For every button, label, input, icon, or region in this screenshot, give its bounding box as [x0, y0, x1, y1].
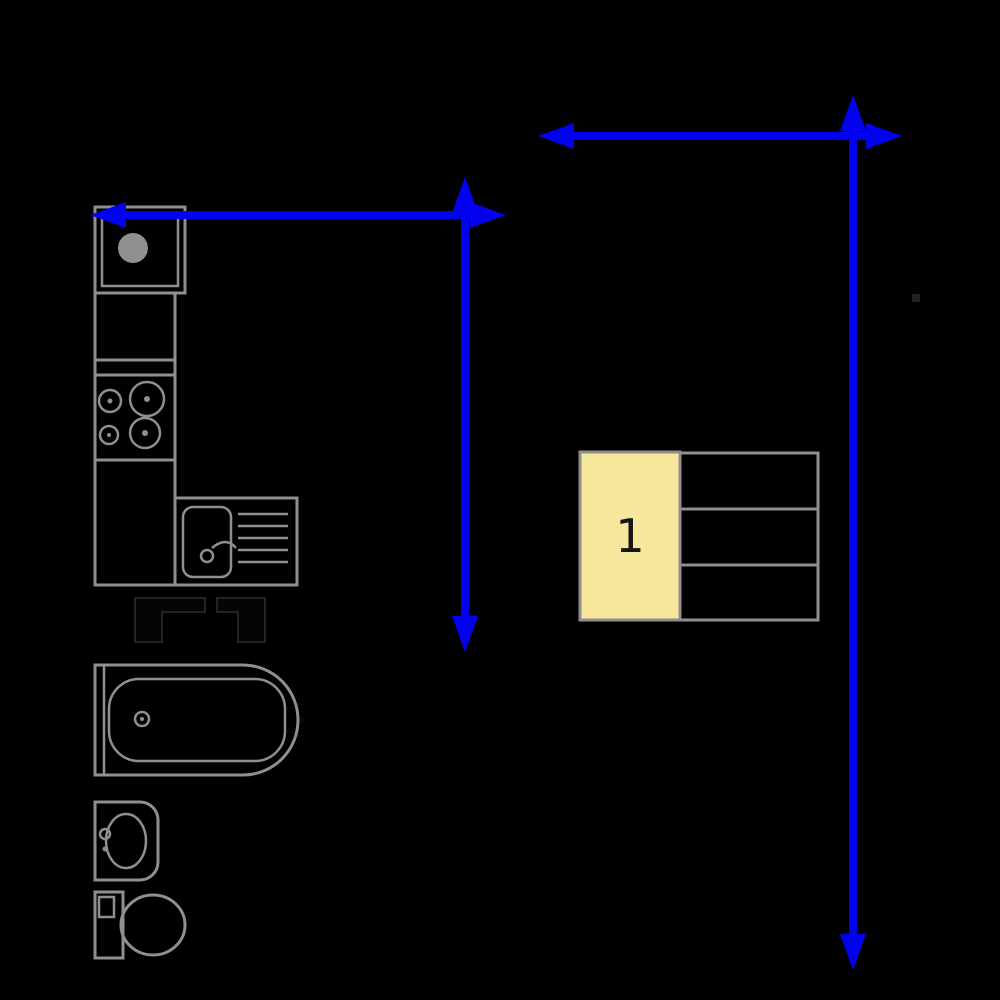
arrowhead-up-icon [840, 95, 866, 131]
arrowhead-right-icon [866, 123, 902, 149]
washbasin [93, 800, 160, 882]
counter-lower [93, 458, 177, 587]
burner-small-bottom-icon [98, 424, 120, 446]
bathtub [93, 663, 300, 777]
arrowhead-down-icon [840, 934, 866, 970]
cooktop [93, 373, 177, 462]
burner-dot [107, 433, 111, 437]
washbasin-dot [102, 846, 108, 852]
arrowhead-up-icon [452, 177, 478, 213]
arrowhead-left-icon [90, 202, 126, 228]
toilet-tank [93, 890, 125, 960]
furniture-unit[interactable]: 1 [578, 450, 820, 622]
dark-fitting-left [134, 597, 206, 643]
burner-small-top-icon [97, 388, 123, 414]
washbasin-bowl [104, 812, 148, 870]
washbasin-faucet-icon [98, 827, 112, 841]
kitchen-width-arrow [90, 202, 506, 228]
burner-large-bottom-icon [128, 416, 162, 450]
plan-height-arrow-right [840, 95, 866, 970]
bathtub-drain-icon [133, 710, 151, 728]
sink-basin [181, 505, 233, 579]
burner-dot [107, 398, 113, 404]
toilet-tank-inner [97, 895, 116, 919]
burner-dot [142, 430, 148, 436]
washbasin-outline [93, 800, 160, 882]
plan-width-arrow-top [538, 123, 902, 149]
bathtub-basin [107, 677, 287, 763]
bathtub-outline [93, 663, 300, 777]
toilet [93, 890, 187, 960]
kitchen-height-arrow [452, 177, 478, 652]
kitchen-sink [173, 496, 299, 587]
arrowhead-left-icon [538, 123, 574, 149]
dimension-arrows [90, 95, 902, 970]
arrowhead-down-icon [452, 616, 478, 652]
kitchen-block [93, 205, 299, 587]
arrowhead-right-icon [470, 202, 506, 228]
dark-fittings [134, 597, 266, 643]
dark-fitting-right [216, 597, 266, 643]
drain-icon [199, 548, 215, 564]
shelf-block-outline [678, 451, 820, 622]
unit-1-label: 1 [615, 509, 644, 563]
sink-unit-outline [173, 496, 299, 587]
toilet-bowl [119, 893, 187, 957]
counter-strip [93, 358, 177, 377]
burner-large-top-icon [128, 380, 166, 418]
faucet-icon [211, 540, 237, 549]
stray-mark [912, 294, 920, 302]
round-basin-icon [118, 233, 148, 263]
unit-1-box[interactable] [578, 450, 682, 622]
counter-upper [93, 291, 177, 362]
bathtub-drain-dot [140, 717, 144, 721]
burner-dot [144, 396, 150, 402]
